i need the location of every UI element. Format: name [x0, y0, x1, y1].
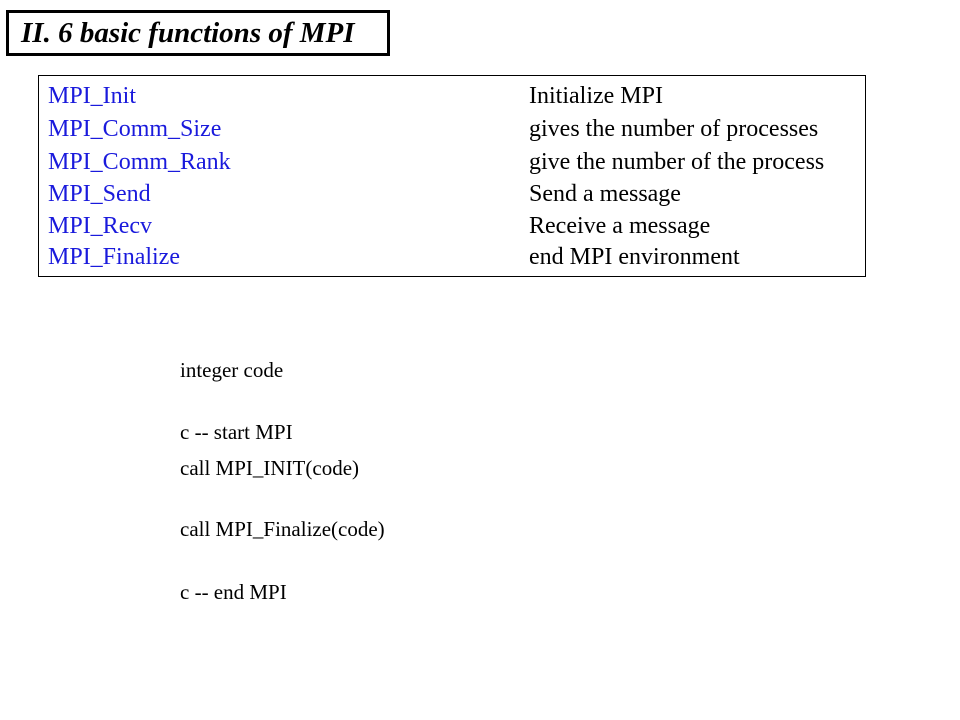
- code-line: call MPI_Finalize(code): [180, 517, 385, 541]
- function-description: gives the number of processes: [529, 116, 819, 142]
- function-name: MPI_Recv: [48, 213, 152, 239]
- code-line: integer code: [180, 358, 284, 382]
- function-description: give the number of the process: [529, 149, 825, 175]
- slide-title-box: II. 6 basic functions of MPI: [6, 10, 390, 56]
- function-name: MPI_Comm_Rank: [48, 149, 231, 175]
- function-name: MPI_Comm_Size: [48, 116, 222, 142]
- function-name: MPI_Finalize: [48, 244, 180, 270]
- functions-table: MPI_Init Initialize MPI MPI_Comm_Size gi…: [38, 75, 866, 277]
- function-description: Initialize MPI: [529, 83, 663, 109]
- function-row: MPI_Send Send a message: [39, 178, 865, 210]
- function-name: MPI_Send: [48, 181, 151, 207]
- code-line: c -- start MPI: [180, 420, 293, 444]
- function-description: Receive a message: [529, 213, 711, 239]
- function-row: MPI_Init Initialize MPI: [39, 80, 865, 112]
- function-row: MPI_Finalize end MPI environment: [39, 241, 865, 273]
- function-row: MPI_Recv Receive a message: [39, 210, 865, 242]
- function-name: MPI_Init: [48, 83, 137, 109]
- slide-title: II. 6 basic functions of MPI: [21, 16, 355, 49]
- function-description: Send a message: [529, 181, 681, 207]
- function-row: MPI_Comm_Rank give the number of the pro…: [39, 146, 865, 178]
- code-line: c -- end MPI: [180, 580, 287, 604]
- function-row: MPI_Comm_Size gives the number of proces…: [39, 113, 865, 145]
- code-line: call MPI_INIT(code): [180, 456, 360, 480]
- function-description: end MPI environment: [529, 244, 740, 270]
